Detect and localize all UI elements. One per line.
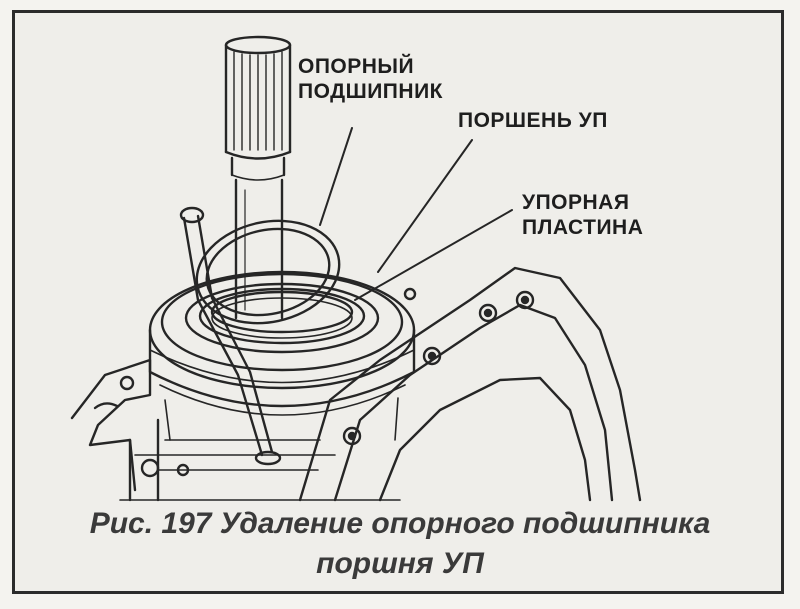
label-support-bearing-line1: ОПОРНЫЙ xyxy=(298,55,415,78)
housing-base xyxy=(70,358,401,502)
support-bearing xyxy=(195,219,341,325)
housing-cover xyxy=(298,266,642,502)
figure-caption-line1: Рис. 197 Удаление опорного подшипника xyxy=(89,507,711,540)
leader-lines xyxy=(319,127,513,301)
puller-tool xyxy=(179,206,282,466)
figure-caption-line2: поршня УП xyxy=(316,547,484,580)
label-support-bearing-line2: ПОДШИПНИК xyxy=(298,80,443,103)
splined-shaft xyxy=(224,35,292,320)
label-piston: ПОРШЕНЬ УП xyxy=(458,109,608,132)
label-thrust-plate-line1: УПОРНАЯ xyxy=(522,191,630,214)
label-thrust-plate-line2: ПЛАСТИНА xyxy=(522,216,644,239)
